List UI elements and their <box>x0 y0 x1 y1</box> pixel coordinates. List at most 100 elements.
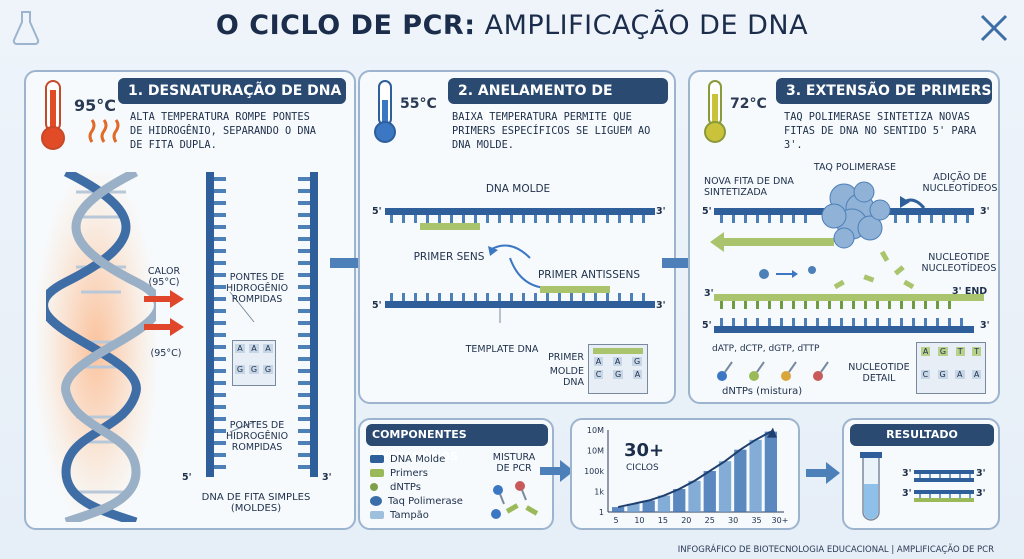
flask-icon <box>12 11 40 45</box>
legend-item: Taq Polimerase <box>370 494 463 508</box>
base-a: A <box>235 344 245 353</box>
detail-label: NUCLEOTIDE DETAIL <box>846 362 912 384</box>
legend-swatch <box>370 469 384 477</box>
nucleotide-line: NUCLEOTIDE <box>928 252 990 263</box>
separated-strands <box>206 172 318 477</box>
bridges-top-line: HIDROGÊNIO <box>225 283 289 294</box>
amplification-bar <box>703 471 716 512</box>
y-tick-label: 1k <box>594 488 604 497</box>
base: C <box>593 370 604 379</box>
nova-fita-label: NOVA FITA DE DNA SINTETIZADA <box>704 176 798 198</box>
amplification-bar <box>718 461 732 512</box>
legend-label: Tampão <box>390 509 429 521</box>
base: G <box>937 370 948 379</box>
amplification-bar <box>764 431 777 512</box>
components-list: DNA Molde Primers dNTPs Taq Polimerase T… <box>370 452 463 522</box>
panel3-end3-mid: 3' <box>704 288 714 299</box>
single-strand-line: (MOLDES) <box>230 503 282 514</box>
base: C <box>920 370 931 379</box>
base: A <box>971 370 982 379</box>
legend-item: Primers <box>370 466 463 480</box>
thermometer-mid-icon <box>374 80 396 143</box>
panel3-desc: TAQ POLIMERASE SINTETIZA NOVAS FITAS DE … <box>784 110 998 152</box>
base: A <box>593 357 604 366</box>
panel2-desc-line: PRIMERS ESPECÍFICOS SE LIGUEM AO <box>452 125 651 137</box>
panel2-end3-top: 3' <box>656 206 666 217</box>
components-header: COMPONENTES NECESSÁRIOS <box>366 424 548 463</box>
legend-label: Primers <box>390 467 428 479</box>
nova-fita-line: SINTETIZADA <box>704 187 768 198</box>
y-tick-label: 1 <box>599 508 604 517</box>
molde-dna-line: DNA <box>563 377 584 388</box>
panel3-end3-top: 3' <box>980 206 990 217</box>
x-tick-label: 25 <box>705 516 715 525</box>
panel-result: RESULTADO 3' 3' 3' 3' <box>842 418 1000 530</box>
panel3-end5-bottom: 5' <box>702 320 712 331</box>
legend-swatch <box>370 455 384 463</box>
heat-arrow-icon <box>144 290 184 308</box>
molde-dna-line: MOLDE <box>549 366 584 377</box>
adicao-label: ADIÇÃO DE NUCLEOTÍDEOS <box>922 172 998 194</box>
curve-arrowhead <box>766 427 777 438</box>
x-tick-label: 30 <box>728 516 738 525</box>
dntps-label: dNTPs (mistura) <box>722 386 803 397</box>
dna-icon <box>980 14 1008 42</box>
nucleotide-detail-box: A G T T C G A A <box>916 342 986 394</box>
double-helix <box>46 172 156 522</box>
panel3-end3-bottom: 3' <box>980 320 990 331</box>
nucleotide-line: NUCLEOTÍDEOS <box>921 263 997 274</box>
panel-extension: 3. EXTENSÃO DE PRIMERS 72°C TAQ POLIMERA… <box>688 70 1000 404</box>
adicao-line: NUCLEOTÍDEOS <box>922 183 998 194</box>
heat-label-2: (95°C) <box>150 348 182 359</box>
base-a: A <box>263 344 273 353</box>
panel2-header: 2. ANELAMENTO DE PRIMERS <box>448 78 668 125</box>
heat-arrow-icon <box>144 318 184 336</box>
single-strand-line: DNA DE FITA SIMPLES <box>201 492 311 503</box>
base: G <box>612 370 624 379</box>
legend-label: Taq Polimerase <box>388 495 463 507</box>
panel1-desc: ALTA TEMPERATURA ROMPE PONTES DE HIDROGÊ… <box>130 110 316 152</box>
legend-label: dNTPs <box>390 481 422 493</box>
heat-label-line: CALOR <box>147 266 181 277</box>
flow-arrow-icon <box>806 462 840 484</box>
panel3-end5-top: 5' <box>702 206 712 217</box>
panel3-header: 3. EXTENSÃO DE PRIMERS <box>776 78 992 104</box>
detail-line: NUCLEOTIDE <box>848 362 910 373</box>
panel1-temp: 95°C <box>74 96 117 115</box>
heat-label-line: (95°C) <box>148 277 180 288</box>
amplified-dna <box>914 470 974 502</box>
panel1-end3: 3' <box>322 472 332 483</box>
base: A <box>632 370 643 379</box>
base-g: G <box>262 365 274 374</box>
amplification-bar <box>612 507 625 512</box>
adicao-line: ADIÇÃO DE <box>933 172 987 183</box>
cycles-big-label: 30+ <box>624 440 664 461</box>
base-a: A <box>249 344 259 353</box>
panel2-end5-bottom: 5' <box>372 300 382 311</box>
bridges-top-line: PONTES DE <box>229 272 285 283</box>
cycles-sub-label: CICLOS <box>626 463 659 473</box>
title-bold: O CICLO DE PCR: <box>215 10 476 41</box>
footer: INFOGRÁFICO DE BIOTECNOLOGIA EDUCACIONAL… <box>677 545 994 555</box>
title-light: AMPLIFICAÇÃO DE DNA <box>484 10 809 41</box>
bridges-bottom-line: PONTES DE <box>229 420 285 431</box>
panel3-desc-line: TAQ POLIMERASE SINTETIZA NOVAS <box>784 111 970 123</box>
panel-denaturation: 1. DESNATURAÇÃO DE DNA 95°C ALTA TEMPERA… <box>24 70 356 530</box>
detail-line: DETAIL <box>862 373 896 384</box>
x-tick-label: 30+ <box>772 516 789 525</box>
mix-label: MISTURA DE PCR <box>486 452 542 474</box>
amplification-bar <box>642 500 655 512</box>
annealing-strands <box>385 208 655 323</box>
result-header: RESULTADO <box>850 424 994 446</box>
dna-molde-label: DNA MOLDE <box>485 183 551 195</box>
legend-swatch <box>370 483 378 491</box>
bridges-top-line: ROMPIDAS <box>231 294 283 305</box>
legend-swatch <box>370 496 382 506</box>
result-end: 3' <box>976 468 986 479</box>
panel2-end5-top: 5' <box>372 206 382 217</box>
panel3-3end: 3' END <box>952 286 988 297</box>
panel1-end5: 5' <box>182 472 192 483</box>
panel-components: COMPONENTES NECESSÁRIOS DNA Molde Primer… <box>358 418 554 530</box>
primer-detail-box: A A G C G A <box>588 344 648 394</box>
